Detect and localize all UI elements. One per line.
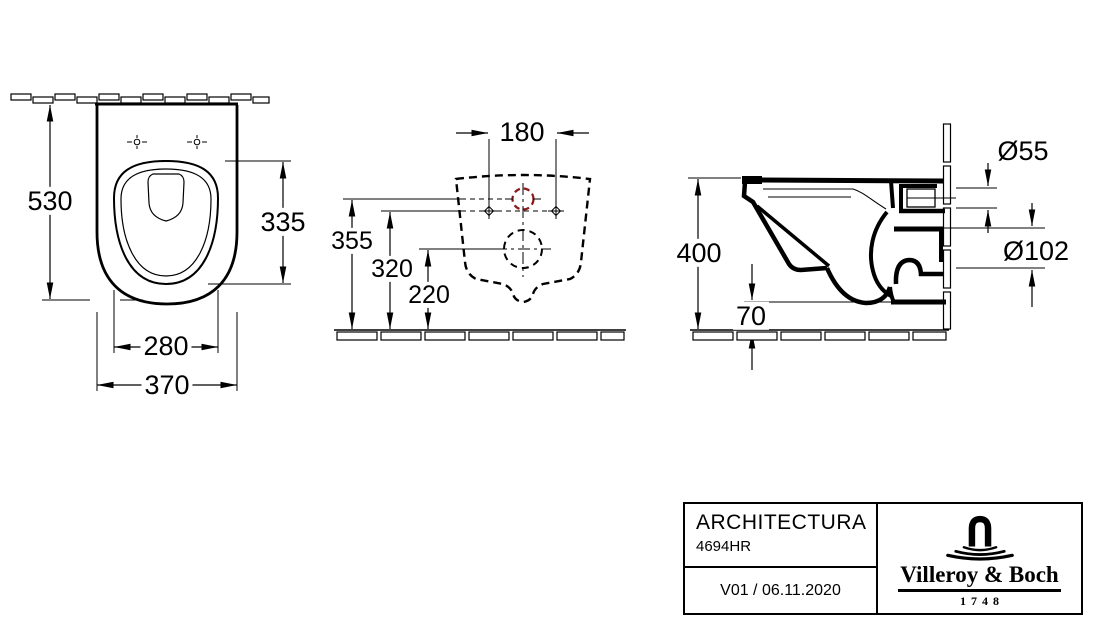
outlet-marker	[495, 229, 551, 269]
dim-label-height: 400	[673, 238, 725, 267]
wall-hatch-vertical	[942, 123, 952, 330]
dimension-line-355	[343, 198, 502, 329]
seat-ring-inner	[120, 168, 212, 277]
dim-label-hole-spacing: 180	[496, 117, 548, 146]
seat-ring-outer	[112, 159, 220, 286]
floor-hatch	[692, 331, 947, 341]
villeroy-boch-arch-logo	[945, 515, 1014, 561]
floor-hatch	[336, 331, 625, 341]
dim-label-seat-depth: 335	[257, 207, 309, 236]
dim-label-outlet-diameter: Ø102	[999, 236, 1073, 265]
dim-label-fixing-height: 320	[368, 256, 416, 282]
brand-established-year: 1748	[960, 593, 1004, 608]
series-name: ARCHITECTURA	[696, 511, 867, 534]
dimension-line-inlet-diameter	[956, 163, 997, 233]
rear-view-drawing	[334, 129, 626, 341]
title-block-version-cell: V01 / 06.11.2020	[685, 568, 876, 613]
dimension-line-70	[744, 264, 914, 370]
title-block: ARCHITECTURA 4694HR V01 / 06.11.2020 Vil…	[683, 502, 1083, 615]
side-view-drawing	[688, 123, 1045, 370]
body-hidden-outline	[454, 173, 592, 304]
dimension-line-outlet-diameter	[930, 203, 1045, 307]
wall-hatch	[10, 93, 270, 104]
toilet-outline	[95, 105, 239, 306]
dim-label-depth: 530	[24, 186, 76, 215]
dimension-line-180	[456, 129, 589, 204]
bowl-water-outline	[147, 173, 185, 222]
dim-label-width: 370	[141, 370, 193, 399]
seat-fixing-hole-marker	[127, 135, 147, 149]
outlet-bend	[888, 226, 946, 305]
water-inlet-marker	[505, 185, 541, 213]
model-number: 4694HR	[696, 538, 752, 555]
dim-label-clearance: 70	[732, 301, 770, 330]
dim-label-inlet-height: 355	[328, 228, 376, 254]
dim-label-outlet-height: 220	[405, 282, 453, 308]
brand-cell: Villeroy & Boch 1748	[878, 504, 1081, 613]
brand-name: Villeroy & Boch	[898, 562, 1061, 592]
inlet-socket	[899, 184, 937, 213]
title-block-product-cell: ARCHITECTURA 4694HR	[685, 504, 876, 568]
top-view-drawing	[10, 93, 291, 391]
dim-label-inlet-diameter: Ø55	[994, 136, 1052, 165]
seat-fixing-hole-marker	[187, 135, 207, 149]
fixing-hole-marker	[548, 203, 564, 219]
toilet-section	[741, 176, 956, 306]
dim-label-seat-width: 280	[140, 331, 192, 360]
title-block-info: ARCHITECTURA 4694HR V01 / 06.11.2020	[685, 504, 878, 613]
version-date: V01 / 06.11.2020	[720, 581, 841, 599]
